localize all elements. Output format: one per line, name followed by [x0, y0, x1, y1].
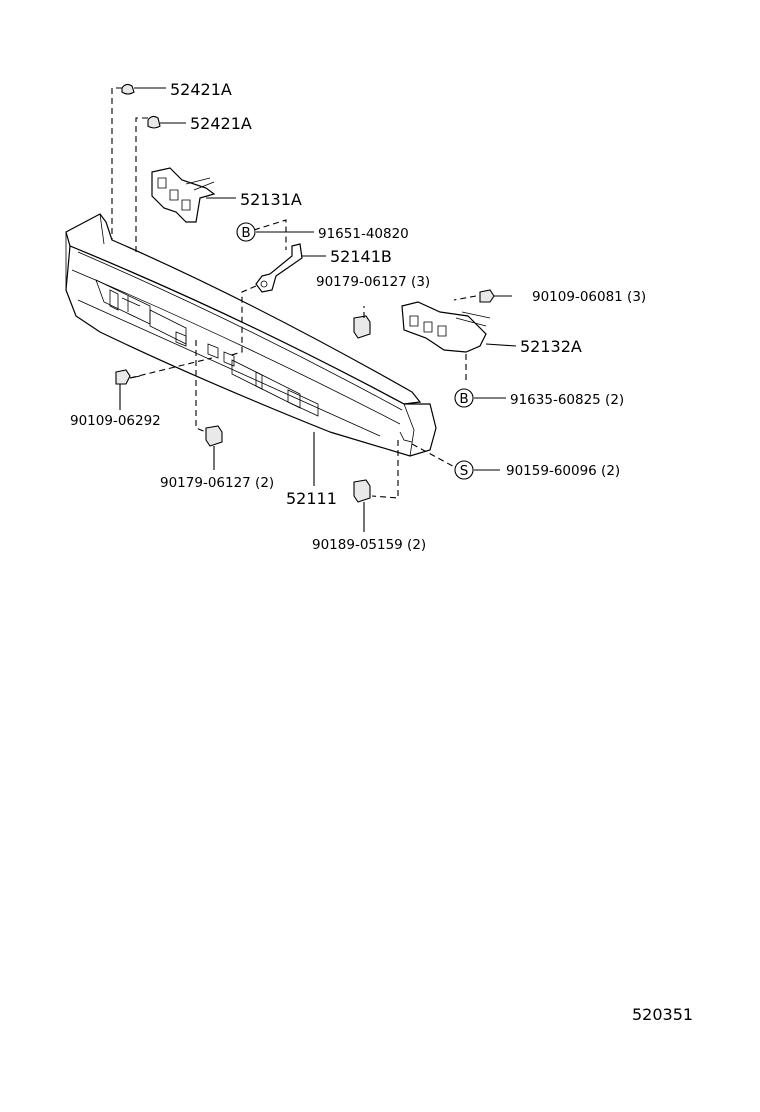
front-bumper-cover: [65, 213, 437, 457]
marker-s: S: [454, 460, 474, 480]
callout-90179-06127-lower: 90179-06127 (2): [160, 475, 274, 491]
callout-52132a: 52132A: [520, 337, 582, 356]
callout-90189-05159: 90189-05159 (2): [312, 537, 426, 553]
leader-lines: [119, 87, 517, 532]
bolt-90109-06081: [479, 289, 512, 303]
callout-52131a: 52131A: [240, 190, 302, 209]
svg-text:B: B: [241, 225, 250, 241]
bolt-90109-06292: [115, 369, 141, 385]
nut-90179-06127-upper: [353, 315, 371, 339]
callout-91635-60825: 91635-60825 (2): [510, 392, 624, 408]
assembly-lines: [111, 87, 477, 499]
clip-52421a-upper: [121, 83, 135, 95]
callout-52111: 52111: [286, 489, 337, 508]
callout-90109-06081: 90109-06081 (3): [532, 289, 646, 305]
callout-90179-06127-upper: 90179-06127 (3): [316, 274, 430, 290]
nut-90179-06127-lower: [205, 425, 223, 447]
clip-52421a-lower: [147, 115, 161, 129]
svg-text:B: B: [459, 391, 468, 407]
nut-90189-05159: [353, 479, 371, 503]
callout-90109-06292: 90109-06292: [70, 413, 161, 429]
callout-91651-40820: 91651-40820: [318, 226, 409, 242]
bracket-52131a: [151, 167, 216, 223]
bracket-52132a: [401, 301, 491, 353]
svg-text:S: S: [460, 463, 469, 479]
callout-52141b: 52141B: [330, 247, 392, 266]
diagram-id: 520351: [632, 1005, 693, 1024]
marker-b-lower: B: [454, 388, 474, 408]
callout-52421a-lower: 52421A: [190, 114, 252, 133]
marker-b-upper: B: [236, 222, 256, 242]
callout-90159-60096: 90159-60096 (2): [506, 463, 620, 479]
stay-52141b: [255, 243, 303, 293]
callout-52421a-upper: 52421A: [170, 80, 232, 99]
